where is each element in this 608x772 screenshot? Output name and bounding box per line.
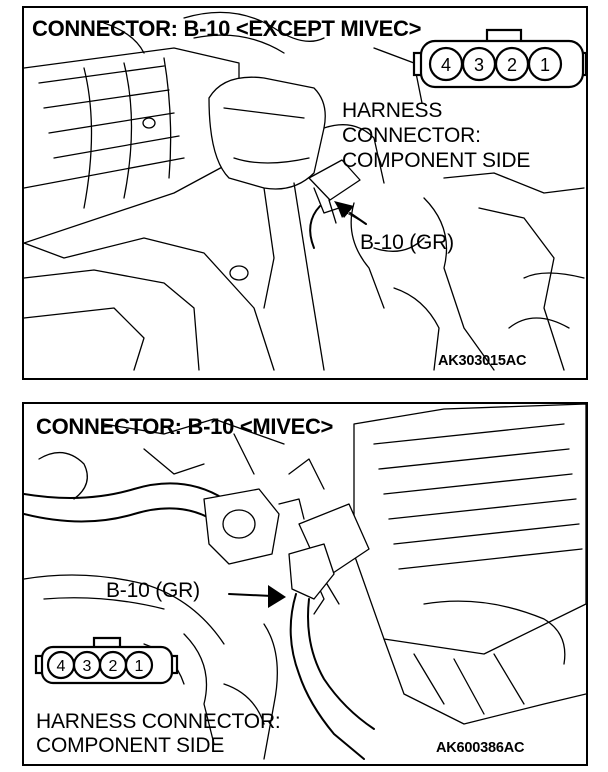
pin-number: 1 [135, 658, 144, 675]
diagram-panel-mivec: 4 3 2 1 CONNECTOR: B-10 <MIVEC> B-10 (GR… [22, 402, 588, 766]
pin-number: 2 [507, 55, 517, 75]
diagram-panel-except-mivec: 4 3 2 1 CONNECTOR: B-10 <EXCEPT MIVEC> H… [22, 6, 588, 380]
connector-callout: B-10 (GR) [106, 579, 200, 602]
harness-label-line: COMPONENT SIDE [342, 149, 531, 172]
pin-number: 1 [540, 55, 550, 75]
pin-number: 4 [57, 658, 66, 675]
pin-number: 3 [83, 658, 92, 675]
connector-pin-face-1: 4 3 2 1 [412, 28, 586, 89]
figure-code: AK303015AC [438, 353, 527, 369]
panel-title: CONNECTOR: B-10 <MIVEC> [36, 414, 334, 439]
harness-label-line: CONNECTOR: [342, 124, 481, 147]
figure-code: AK600386AC [436, 740, 525, 756]
engine-bay-illustration-1: 4 3 2 1 [24, 11, 586, 371]
connector-pin-face-2: 4 3 2 1 [34, 636, 179, 685]
pin-number: 4 [441, 55, 451, 75]
pin-number: 2 [109, 658, 118, 675]
harness-label-line: COMPONENT SIDE [36, 734, 225, 757]
engine-bay-illustration-2: 4 3 2 1 [24, 404, 586, 760]
harness-label-line: HARNESS [342, 99, 443, 122]
pin-number: 3 [474, 55, 484, 75]
panel-title: CONNECTOR: B-10 <EXCEPT MIVEC> [32, 16, 422, 41]
harness-label-line: HARNESS CONNECTOR: [36, 710, 281, 733]
connector-callout: B-10 (GR) [360, 231, 454, 254]
